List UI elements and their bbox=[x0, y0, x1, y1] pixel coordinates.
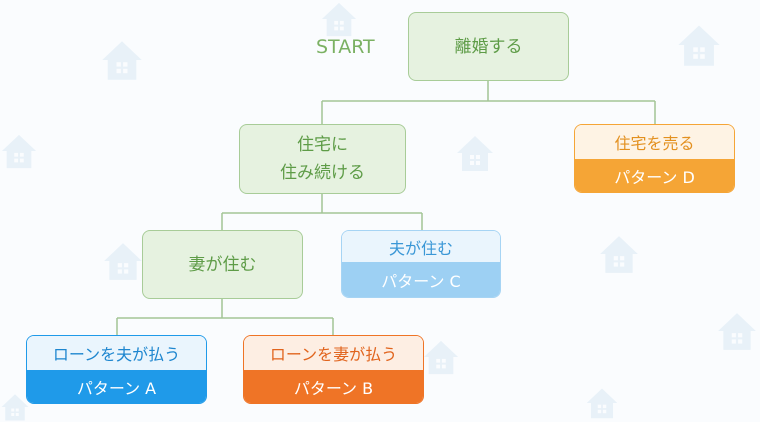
divorce-label: 離婚する bbox=[454, 36, 523, 57]
sell-house-node: 住宅を売る パターン D bbox=[574, 124, 735, 193]
wife-lives-label: 妻が住む bbox=[188, 254, 257, 275]
house-icon bbox=[102, 41, 142, 80]
house-icon bbox=[1, 394, 29, 421]
house-icon bbox=[423, 340, 459, 375]
husband-lives-label: 夫が住む bbox=[342, 231, 500, 262]
husband-pays-loan-node: ローンを夫が払う パターン A bbox=[26, 335, 207, 404]
husband-pays-loan-label: ローンを夫が払う bbox=[27, 336, 206, 370]
house-icon bbox=[586, 388, 618, 419]
house-icon bbox=[321, 2, 357, 37]
house-icon bbox=[1, 134, 37, 169]
pattern-c-label: パターン C bbox=[342, 262, 500, 297]
pattern-b-label: パターン B bbox=[244, 370, 423, 403]
house-icon bbox=[457, 136, 493, 171]
house-icon bbox=[600, 236, 638, 273]
stay-in-house-label-line1: 住宅に bbox=[297, 135, 348, 155]
house-icon bbox=[678, 25, 720, 66]
wife-pays-loan-label: ローンを妻が払う bbox=[244, 336, 423, 370]
divorce-node: 離婚する bbox=[408, 12, 569, 81]
house-icon bbox=[718, 313, 756, 350]
pattern-d-label: パターン D bbox=[575, 159, 734, 192]
start-label: START bbox=[316, 36, 375, 58]
wife-pays-loan-node: ローンを妻が払う パターン B bbox=[243, 335, 424, 404]
house-icon bbox=[104, 243, 142, 280]
stay-in-house-node: 住宅に 住み続ける bbox=[239, 124, 406, 194]
pattern-a-label: パターン A bbox=[27, 370, 206, 403]
stay-in-house-label-line2: 住み続ける bbox=[280, 163, 365, 183]
wife-lives-node: 妻が住む bbox=[142, 230, 303, 299]
sell-house-label: 住宅を売る bbox=[575, 125, 734, 159]
husband-lives-node: 夫が住む パターン C bbox=[341, 230, 501, 298]
